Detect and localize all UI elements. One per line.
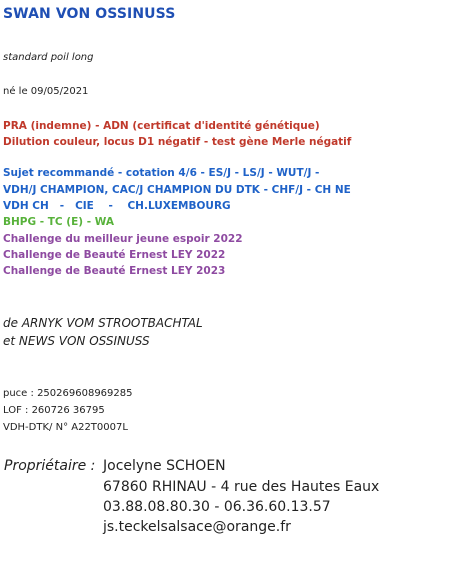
challenge-item: Challenge du meilleur jeune espoir 2022 [3,233,243,245]
owner-name: Jocelyne SCHOEN [103,458,226,474]
recommendation-line-2: VDH/J CHAMPION, CAC/J CHAMPION DU DTK - … [3,184,351,196]
health-line-2: Dilution couleur, locus D1 négatif - tes… [3,136,352,148]
owner-phones: 03.88.08.80.30 - 06.36.60.13.57 [103,499,331,515]
challenge-item: Challenge de Beauté Ernest LEY 2023 [3,265,226,277]
coat-type: standard poil long [3,52,94,63]
owner-label: Propriétaire : [4,458,96,474]
recommendation-line-3: VDH CH - CIE - CH.LUXEMBOURG [3,200,231,212]
health-line-1: PRA (indemne) - ADN (certificat d'identi… [3,120,320,132]
dog-name-title: SWAN VON OSSINUSS [3,6,176,22]
owner-email: js.teckelsalsace@orange.fr [103,519,291,535]
microchip-number: puce : 250269608969285 [3,388,133,399]
recommendation-line-1: Sujet recommandé - cotation 4/6 - ES/J -… [3,167,320,179]
dam-name: et NEWS VON OSSINUSS [3,334,150,348]
birth-date: né le 09/05/2021 [3,86,89,97]
lof-number: LOF : 260726 36795 [3,405,105,416]
owner-address: 67860 RHINAU - 4 rue des Hautes Eaux [103,479,380,495]
sire-name: de ARNYK VOM STROOTBACHTAL [3,316,203,330]
vdh-number: VDH-DTK/ N° A22T0007L [3,422,128,433]
challenge-item: Challenge de Beauté Ernest LEY 2022 [3,249,226,261]
work-titles-line: BHPG - TC (E) - WA [3,216,114,228]
